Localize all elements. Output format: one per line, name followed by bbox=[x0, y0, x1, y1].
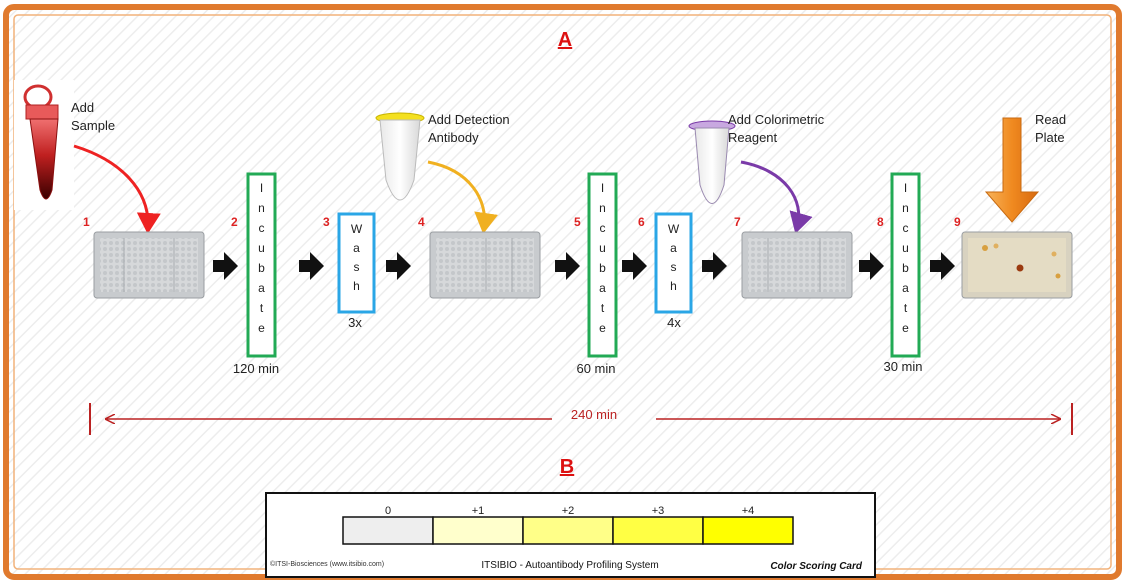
score-swatch-4 bbox=[702, 516, 794, 545]
step-number-9: 9 bbox=[954, 215, 961, 229]
wash-letter: h bbox=[353, 279, 360, 293]
score-label-4: +4 bbox=[742, 505, 755, 517]
colorimetric-tube-icon bbox=[688, 120, 736, 204]
incubate-letter: n bbox=[258, 201, 265, 215]
process-arrow-2-3 bbox=[299, 252, 324, 280]
incubate-letter: a bbox=[902, 281, 909, 295]
process-arrow-3-4 bbox=[386, 252, 411, 280]
incubate-letter: e bbox=[258, 321, 265, 335]
add-colorimetric-arrow bbox=[740, 160, 813, 234]
color-scoring-card: 0 +1 +2 +3 +4 ©ITSI-Biosciences (www.itsibio… bbox=[265, 492, 876, 578]
incubate-letter: b bbox=[902, 261, 909, 275]
incubate-letter: b bbox=[258, 261, 265, 275]
read-plate-arrow bbox=[984, 117, 1040, 223]
step-number-8: 8 bbox=[877, 215, 884, 229]
incubate-letter: b bbox=[599, 261, 606, 275]
incubate-letter: t bbox=[904, 301, 908, 315]
incubate-letter: a bbox=[258, 281, 265, 295]
incubate-letter: u bbox=[258, 241, 265, 255]
add-colorimetric-label-2: Reagent bbox=[728, 130, 778, 145]
wash-letter: s bbox=[671, 260, 677, 274]
process-arrow-4-5 bbox=[555, 252, 580, 280]
step-number-5: 5 bbox=[574, 215, 581, 229]
add-sample-label-2: Sample bbox=[71, 118, 115, 133]
panel-a-title: A bbox=[558, 29, 572, 51]
score-swatch-0 bbox=[342, 516, 434, 545]
scoring-card-label: Color Scoring Card bbox=[770, 561, 863, 572]
incubate-letter: n bbox=[599, 201, 606, 215]
step-number-2: 2 bbox=[231, 215, 238, 229]
add-detection-label-1: Add Detection bbox=[428, 112, 510, 127]
panel-b-title: B bbox=[560, 456, 574, 478]
process-arrow-5-6 bbox=[622, 252, 647, 280]
sample-tube-icon bbox=[14, 80, 74, 210]
incubate-time-3: 30 min bbox=[883, 359, 922, 374]
step-number-6: 6 bbox=[638, 215, 645, 229]
plate-step-4-icon bbox=[429, 231, 541, 299]
plate-step-7-icon bbox=[741, 231, 853, 299]
incubate-letter: t bbox=[601, 301, 605, 315]
copyright-label: ©ITSI-Biosciences (www.itsibio.com) bbox=[270, 560, 384, 568]
plate-step-1-icon bbox=[93, 231, 205, 299]
incubate-letter: u bbox=[599, 241, 606, 255]
read-plate-label-1: Read bbox=[1035, 112, 1066, 127]
wash-letter: a bbox=[353, 241, 360, 255]
detection-tube-icon bbox=[375, 112, 425, 201]
wash-letter: W bbox=[668, 222, 680, 236]
incubate-letter: n bbox=[902, 201, 909, 215]
incubate-time-1: 120 min bbox=[233, 361, 279, 376]
process-arrow-7-8 bbox=[859, 252, 884, 280]
score-label-0: 0 bbox=[385, 505, 391, 517]
incubate-letter: I bbox=[904, 181, 907, 195]
step-number-4: 4 bbox=[418, 215, 425, 229]
incubate-letter: c bbox=[259, 221, 265, 235]
step-number-3: 3 bbox=[323, 215, 330, 229]
wash-count-1: 3x bbox=[348, 315, 362, 330]
score-label-2: +2 bbox=[562, 505, 575, 517]
score-label-3: +3 bbox=[652, 505, 665, 517]
wash-letter: h bbox=[670, 279, 677, 293]
score-label-1: +1 bbox=[472, 505, 485, 517]
incubate-letter: e bbox=[902, 321, 909, 335]
process-arrow-8-9 bbox=[930, 252, 955, 280]
plate-step-9-icon bbox=[961, 231, 1073, 299]
incubate-letter: a bbox=[599, 281, 606, 295]
step-number-7: 7 bbox=[734, 215, 741, 229]
score-swatch-2 bbox=[522, 516, 614, 545]
process-arrow-6-7 bbox=[702, 252, 727, 280]
wash-count-2: 4x bbox=[667, 315, 681, 330]
score-swatch-1 bbox=[432, 516, 524, 545]
incubate-letter: e bbox=[599, 321, 606, 335]
wash-letter: a bbox=[670, 241, 677, 255]
total-time-label: 240 min bbox=[571, 407, 617, 422]
process-arrow-1-2 bbox=[213, 252, 238, 280]
incubate-letter: u bbox=[902, 241, 909, 255]
score-swatch-3 bbox=[612, 516, 704, 545]
add-detection-arrow bbox=[427, 160, 498, 234]
wash-letter: s bbox=[354, 260, 360, 274]
wash-letter: W bbox=[351, 222, 363, 236]
incubate-letter: I bbox=[601, 181, 604, 195]
incubate-letter: c bbox=[903, 221, 909, 235]
add-sample-label-1: Add bbox=[71, 100, 94, 115]
incubate-letter: t bbox=[260, 301, 264, 315]
incubate-letter: c bbox=[600, 221, 606, 235]
incubate-time-2: 60 min bbox=[576, 361, 615, 376]
step-number-1: 1 bbox=[83, 215, 90, 229]
system-name-label: ITSIBIO - Autoantibody Profiling System bbox=[481, 560, 658, 571]
add-detection-label-2: Antibody bbox=[428, 130, 479, 145]
add-colorimetric-label-1: Add Colorimetric bbox=[728, 112, 825, 127]
read-plate-label-2: Plate bbox=[1035, 130, 1065, 145]
add-sample-arrow bbox=[73, 144, 161, 234]
incubate-letter: I bbox=[260, 181, 263, 195]
